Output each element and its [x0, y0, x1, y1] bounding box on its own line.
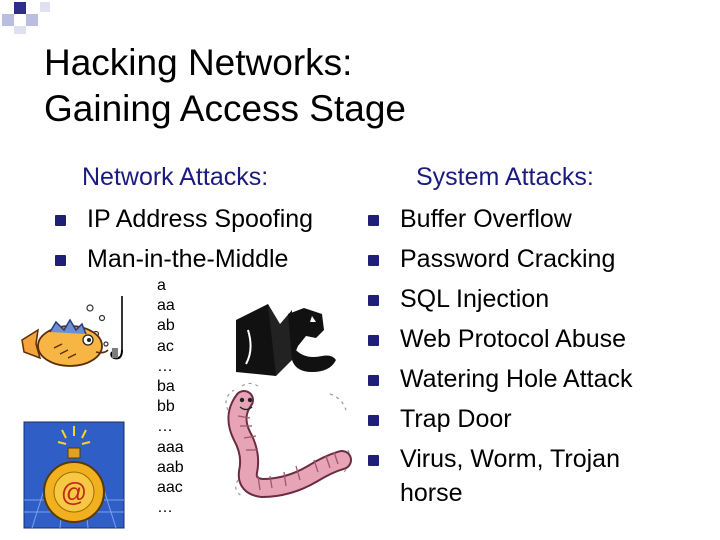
- square-bullet-icon: [368, 455, 379, 466]
- wordlist-entry: …: [157, 499, 173, 517]
- wordlist-entry: aac: [157, 479, 183, 497]
- square-bullet-icon: [368, 255, 379, 266]
- square-bullet-icon: [368, 215, 379, 226]
- wordlist-entry: …: [157, 357, 173, 375]
- worm-icon: [225, 382, 352, 499]
- square-bullet-icon: [368, 375, 379, 386]
- wordlist-entry: ab: [157, 317, 175, 335]
- wordlist-entry: bb: [157, 398, 175, 416]
- network-attacks-heading: Network Attacks:: [82, 163, 269, 191]
- wordlist-entry: …: [157, 418, 173, 436]
- square-bullet-icon: [368, 295, 379, 306]
- wordlist-entry: ac: [157, 337, 174, 355]
- title-line-1: Hacking Networks:: [44, 42, 353, 83]
- hacker-figure-icon: [236, 304, 336, 376]
- bomb-icon: @: [23, 421, 125, 529]
- square-bullet-icon: [368, 415, 379, 426]
- wordlist-entry: a: [157, 277, 166, 294]
- wordlist-entry: aa: [157, 297, 175, 315]
- square-bullet-icon: [368, 335, 379, 346]
- corner-decoration: [0, 0, 60, 40]
- title-line-2: Gaining Access Stage: [44, 88, 406, 129]
- fish-hook-icon: [21, 296, 123, 367]
- square-bullet-icon: [55, 255, 66, 266]
- wordlist-entry: aaa: [157, 438, 184, 456]
- system-attacks-heading: System Attacks:: [416, 163, 594, 191]
- bomb-symbol: @: [61, 477, 87, 507]
- wordlist-entry: ba: [157, 378, 175, 396]
- square-bullet-icon: [55, 215, 66, 226]
- wordlist-entry: aab: [157, 458, 184, 476]
- slide-title: Hacking Networks: Gaining Access Stage: [44, 40, 684, 132]
- dictionary-wordlist: a aa ab ac … ba bb … aaa aab aac …: [157, 276, 184, 518]
